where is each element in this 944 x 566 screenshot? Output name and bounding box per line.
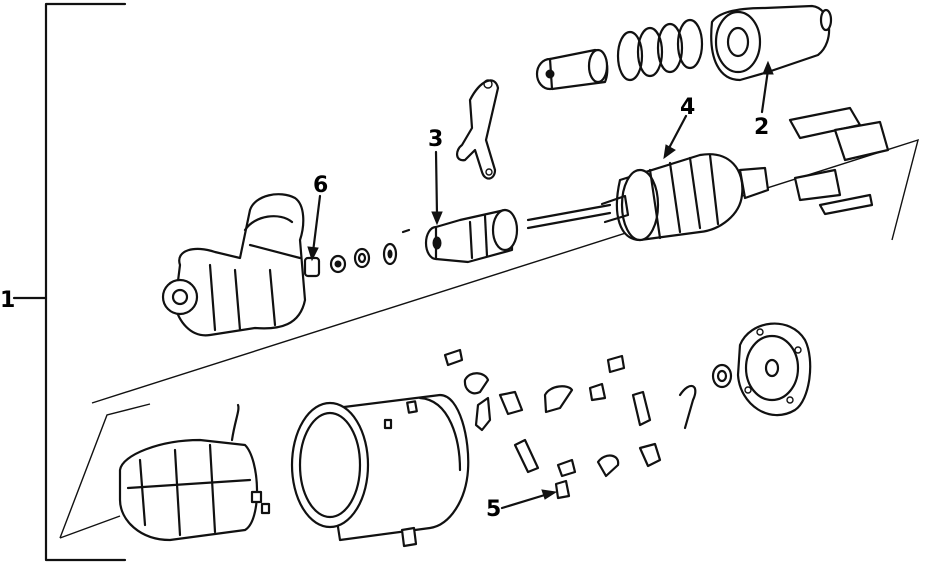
callout-4: 4 bbox=[680, 95, 695, 120]
solenoid bbox=[535, 4, 833, 91]
brush-holder bbox=[118, 403, 271, 542]
lower-panel-outline bbox=[59, 403, 151, 539]
assembly-bracket bbox=[12, 2, 127, 562]
end-plate bbox=[711, 322, 812, 417]
starter-motor-assembly bbox=[161, 193, 307, 337]
callout-3: 3 bbox=[428, 127, 443, 152]
callout-2: 2 bbox=[754, 115, 769, 140]
bolt-5 bbox=[554, 479, 571, 500]
armature bbox=[526, 153, 770, 242]
washers-set bbox=[303, 228, 411, 278]
brush-set bbox=[788, 106, 890, 216]
starter-drive bbox=[424, 208, 519, 264]
callout-6: 6 bbox=[313, 173, 328, 198]
upper-panel-outline bbox=[91, 138, 919, 404]
callout-5: 5 bbox=[486, 497, 501, 522]
callouts: 1 2 3 4 5 6 bbox=[0, 60, 774, 522]
shift-lever bbox=[456, 79, 500, 180]
small-hardware bbox=[443, 348, 697, 478]
starter-housing bbox=[290, 393, 470, 548]
callout-1: 1 bbox=[0, 288, 15, 313]
